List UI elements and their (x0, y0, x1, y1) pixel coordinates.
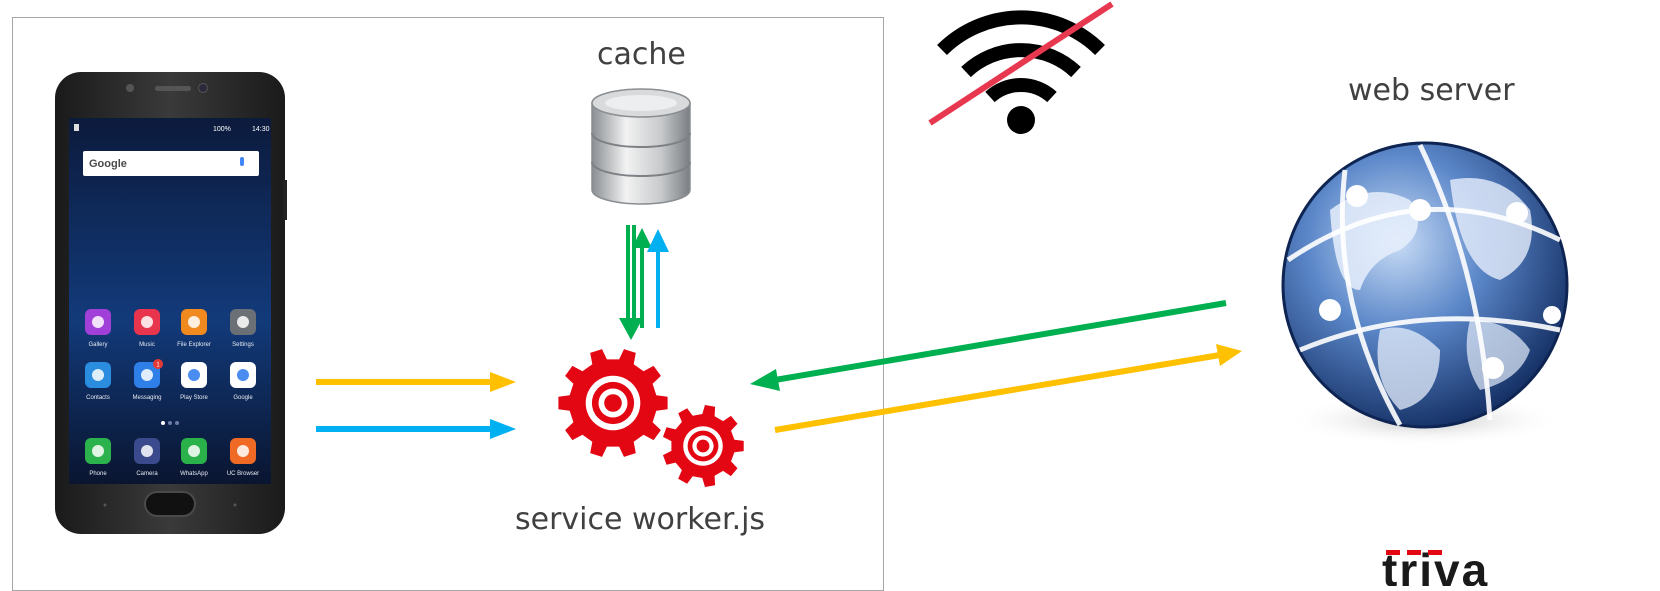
page-dot (168, 421, 172, 425)
app-label: UC Browser (227, 471, 259, 477)
smartphone: 100% 14:30 Google Gallery Music File Explo… (55, 72, 287, 534)
app-messaging[interactable]: Messaging (132, 362, 162, 401)
app-label: Music (139, 342, 155, 348)
app-label: Phone (89, 471, 107, 477)
app-grid: Gallery Music File Explorer SettingsContact… (85, 309, 259, 477)
response-arrow-green (750, 300, 1227, 391)
small-gear (663, 405, 744, 487)
app-label: WhatsApp (180, 471, 208, 477)
page-dot (161, 421, 165, 425)
mic-icon[interactable] (240, 157, 244, 166)
app-google[interactable]: Google (230, 362, 256, 401)
web-server-label: web server (1348, 73, 1515, 108)
large-gear (558, 349, 668, 457)
service-worker-label: service worker.js (515, 502, 766, 537)
app-label: Contacts (86, 395, 110, 401)
cache-arrows (619, 225, 669, 340)
app-music[interactable]: Music (134, 309, 160, 348)
app-label: Gallery (88, 342, 107, 348)
app-gallery[interactable]: Gallery (85, 309, 111, 348)
logo-mark (1428, 550, 1442, 555)
google-search-brand: Google (89, 158, 127, 170)
menu-key (233, 503, 237, 507)
phone-side-button (283, 180, 287, 220)
notification-badge (153, 359, 163, 369)
app-file-explorer[interactable]: File Explorer (177, 309, 211, 348)
back-key (103, 503, 107, 507)
app-contacts[interactable]: Contacts (85, 362, 111, 401)
request-arrow-yellow (316, 372, 516, 392)
app-uc-browser[interactable]: UC Browser (227, 438, 259, 477)
brand-logo-partial: triva (1382, 544, 1487, 586)
database-icon (591, 88, 691, 205)
app-phone[interactable]: Phone (85, 438, 111, 477)
status-time: 14:30 (252, 126, 270, 133)
app-label: Play Store (180, 395, 208, 401)
app-label: Messaging (132, 395, 161, 401)
app-play-store[interactable]: Play Store (180, 362, 208, 401)
app-label: File Explorer (177, 342, 211, 348)
wifi-off-icon (928, 1, 1114, 134)
status-battery: 100% (213, 126, 231, 133)
notification-badge-count: 1 (156, 363, 160, 369)
app-label: Settings (232, 342, 254, 348)
globe-icon (1281, 141, 1569, 446)
gears-icon (558, 349, 744, 487)
google-search-bar[interactable] (83, 151, 259, 176)
logo-mark (1407, 550, 1421, 555)
app-whatsapp[interactable]: WhatsApp (180, 438, 208, 477)
status-icon (74, 124, 79, 131)
request-arrow-blue (316, 419, 516, 439)
home-button[interactable] (144, 491, 196, 517)
cache-response-arrow-green (619, 225, 652, 340)
phone-sensor (126, 84, 134, 92)
app-label: Camera (136, 471, 158, 477)
request-arrow-to-server-yellow (774, 344, 1242, 433)
front-camera (198, 83, 208, 93)
page-dot (175, 421, 179, 425)
app-camera[interactable]: Camera (134, 438, 160, 477)
app-settings[interactable]: Settings (230, 309, 256, 348)
cache-label: cache (597, 37, 686, 72)
phone-speaker (155, 86, 191, 91)
app-label: Google (233, 395, 253, 401)
cache-request-arrow-blue (647, 229, 669, 328)
logo-mark (1386, 550, 1400, 555)
